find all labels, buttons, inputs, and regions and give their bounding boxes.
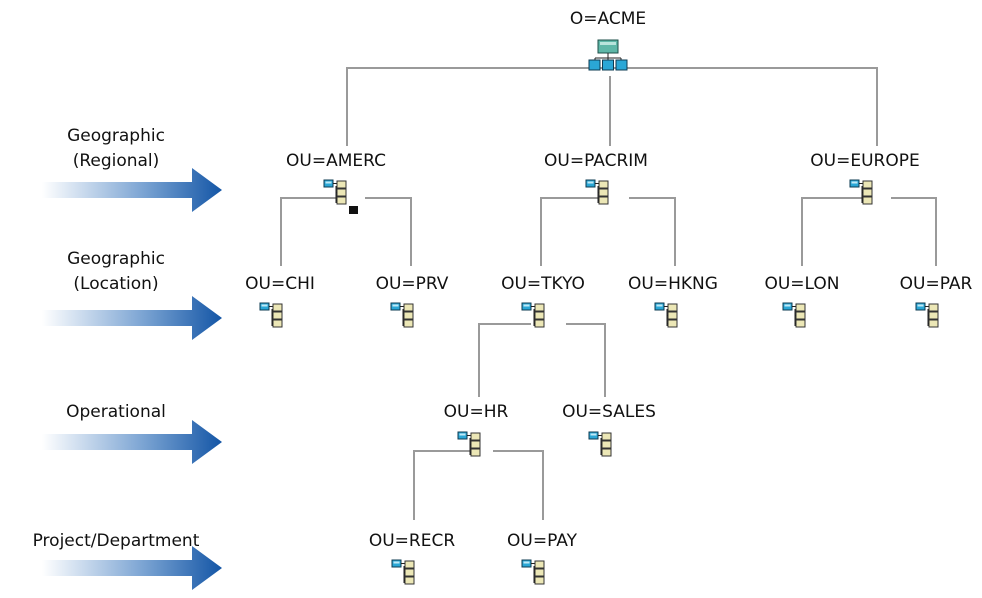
organizational-unit-icon: [521, 559, 545, 585]
level-arrows: Geographic (Regional) Geographic (Locati…: [33, 126, 222, 590]
node-hkng-label: OU=HKNG: [628, 274, 718, 294]
organizational-unit-icon: [457, 431, 481, 457]
node-pay-label: OU=PAY: [507, 531, 578, 551]
node-hkng[interactable]: OU=HKNG: [628, 274, 718, 328]
level-location: Geographic (Location): [42, 249, 222, 340]
level-regional-label-line1: Geographic: [67, 126, 165, 146]
node-tkyo-label: OU=TKYO: [501, 274, 585, 294]
node-par-label: OU=PAR: [900, 274, 973, 294]
node-pacrim[interactable]: OU=PACRIM: [544, 151, 648, 205]
organizational-unit-icon: [654, 302, 678, 328]
node-sales[interactable]: OU=SALES: [562, 402, 656, 457]
node-hr[interactable]: OU=HR: [444, 402, 509, 457]
connector-europe-lon: [801, 197, 865, 266]
level-operational: Operational: [42, 402, 222, 464]
connector-amerc-chi: [280, 197, 343, 266]
node-recr-label: OU=RECR: [369, 531, 455, 551]
level-arrow: [42, 546, 222, 590]
connector-acme-amerc: [346, 67, 625, 146]
organizational-unit-icon: [849, 179, 873, 205]
level-arrow: [42, 296, 222, 340]
organizational-unit-icon: [588, 431, 612, 457]
node-amerc[interactable]: OU=AMERC: [286, 151, 386, 214]
node-recr[interactable]: OU=RECR: [369, 531, 455, 585]
node-sales-label: OU=SALES: [562, 402, 656, 422]
connector-lines: [280, 67, 937, 520]
node-amerc-label: OU=AMERC: [286, 151, 386, 171]
node-acme[interactable]: O=ACME: [570, 9, 646, 71]
organization-icon: [588, 39, 628, 71]
connector-pacrim-hkng: [629, 197, 676, 266]
connector-amerc-prv: [365, 197, 412, 266]
node-prv-label: OU=PRV: [376, 274, 449, 294]
node-lon[interactable]: OU=LON: [764, 274, 840, 328]
connector-tkyo-sales: [566, 323, 606, 397]
tree-nodes: O=ACME OU=AMERC OU=PACRIM OU=EUROPE OU=C…: [245, 9, 973, 585]
node-pay[interactable]: OU=PAY: [507, 531, 578, 585]
organizational-unit-icon: [391, 559, 415, 585]
level-arrow: [42, 168, 222, 212]
node-acme-label: O=ACME: [570, 9, 646, 29]
organizational-unit-icon: [259, 302, 283, 328]
level-project-department: Project/Department: [33, 531, 222, 590]
level-regional-label-line2: (Regional): [73, 151, 160, 171]
selection-marker: [349, 206, 358, 214]
node-par[interactable]: OU=PAR: [900, 274, 973, 328]
organizational-unit-icon: [585, 179, 609, 205]
level-location-label-line2: (Location): [73, 274, 158, 294]
node-prv[interactable]: OU=PRV: [376, 274, 449, 328]
organizational-unit-icon: [390, 302, 414, 328]
node-hr-label: OU=HR: [444, 402, 509, 422]
node-europe[interactable]: OU=EUROPE: [810, 151, 920, 205]
organizational-unit-icon: [323, 179, 347, 205]
level-location-label-line1: Geographic: [67, 249, 165, 269]
node-chi[interactable]: OU=CHI: [245, 274, 315, 328]
connector-pacrim-tkyo: [540, 197, 601, 266]
node-lon-label: OU=LON: [764, 274, 839, 294]
node-europe-label: OU=EUROPE: [810, 151, 919, 171]
node-chi-label: OU=CHI: [245, 274, 315, 294]
level-arrow: [42, 420, 222, 464]
node-tkyo[interactable]: OU=TKYO: [501, 274, 585, 328]
organizational-unit-icon: [915, 302, 939, 328]
connector-europe-par: [891, 197, 937, 266]
organizational-unit-icon: [782, 302, 806, 328]
connector-hr-pay: [493, 450, 544, 520]
level-regional: Geographic (Regional): [42, 126, 222, 212]
connector-acme-europe: [625, 67, 878, 146]
level-operational-label: Operational: [66, 402, 166, 422]
connector-hr-recr: [413, 450, 471, 520]
node-pacrim-label: OU=PACRIM: [544, 151, 648, 171]
level-project-department-label: Project/Department: [33, 531, 200, 551]
connector-tkyo-hr: [478, 323, 531, 397]
